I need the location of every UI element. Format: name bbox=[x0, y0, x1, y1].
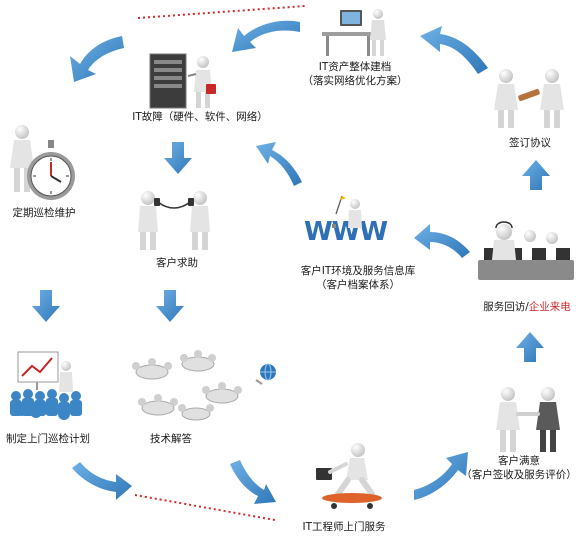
onsite-plan-label: 制定上门巡检计划 bbox=[6, 433, 90, 445]
customer-info-db-label: 客户IT环境及服务信息库 （客户档案体系） bbox=[278, 264, 438, 292]
office-desk-icon bbox=[322, 9, 386, 56]
server-repair-icon bbox=[149, 53, 216, 109]
arrow-tech-to-engineer bbox=[230, 460, 276, 504]
presentation-board-icon bbox=[10, 351, 82, 420]
customer-satisfied-label: 客户满意 （客户签收及服务评价） bbox=[456, 454, 582, 482]
sign-agreement-label: 签订协议 bbox=[509, 137, 551, 149]
arrow-top-left bbox=[70, 36, 124, 82]
svg-text:WWW: WWW bbox=[304, 217, 387, 247]
customer-satisfied-title: 客户满意 bbox=[498, 455, 540, 467]
customer-satisfied-subtitle: （客户签收及服务评价） bbox=[461, 469, 577, 481]
www-database-icon: WWW bbox=[304, 195, 388, 247]
skateboard-runner-icon bbox=[316, 443, 382, 509]
dotted-connector-top bbox=[137, 5, 306, 19]
arrow-top-right bbox=[420, 26, 488, 74]
tech-answer-label: 技术解答 bbox=[150, 433, 192, 445]
dotted-connector-bottom bbox=[134, 494, 276, 521]
customer-info-db-title: 客户IT环境及服务信息库 bbox=[300, 265, 416, 277]
call-center-icon bbox=[478, 221, 574, 280]
arrow-up-sign bbox=[522, 160, 550, 190]
service-followup-text: 服务回访/ bbox=[483, 301, 529, 313]
it-fault-label: IT故障（硬件、软件、网络） bbox=[132, 111, 268, 123]
arrow-bottom-right bbox=[414, 452, 468, 500]
customer-help-label: 客户求助 bbox=[156, 257, 198, 269]
arrow-bottom-left bbox=[72, 462, 132, 500]
stopwatch-icon bbox=[10, 125, 75, 200]
arrow-down-left bbox=[32, 290, 60, 322]
phone-call-icon bbox=[138, 191, 210, 250]
handshake-icon bbox=[496, 387, 560, 452]
arrow-top-center bbox=[232, 20, 300, 52]
arrow-fault-to-help bbox=[164, 142, 192, 174]
customer-info-db-subtitle: （客户档案体系） bbox=[316, 279, 400, 291]
arrow-followup-to-db bbox=[414, 224, 470, 258]
enterprise-call-text: 企业来电 bbox=[528, 301, 571, 313]
handover-agreement-icon bbox=[494, 69, 564, 128]
periodic-inspection-label: 定期巡检维护 bbox=[12, 207, 76, 219]
arrow-down-center bbox=[156, 290, 184, 322]
arrow-db-to-fault bbox=[256, 142, 302, 186]
arrow-up-right bbox=[516, 332, 544, 362]
it-asset-doc-title: IT资产整体建档 bbox=[318, 61, 392, 73]
globe-icon bbox=[255, 363, 276, 385]
meeting-tables-icon bbox=[132, 350, 242, 421]
it-asset-doc-label: IT资产整体建档 （落实网络优化方案） bbox=[300, 60, 410, 88]
it-asset-doc-subtitle: （落实网络优化方案） bbox=[302, 75, 408, 87]
service-followup-label: 服务回访/企业来电 bbox=[474, 300, 580, 314]
engineer-onsite-label: IT工程师上门服务 bbox=[302, 521, 386, 533]
